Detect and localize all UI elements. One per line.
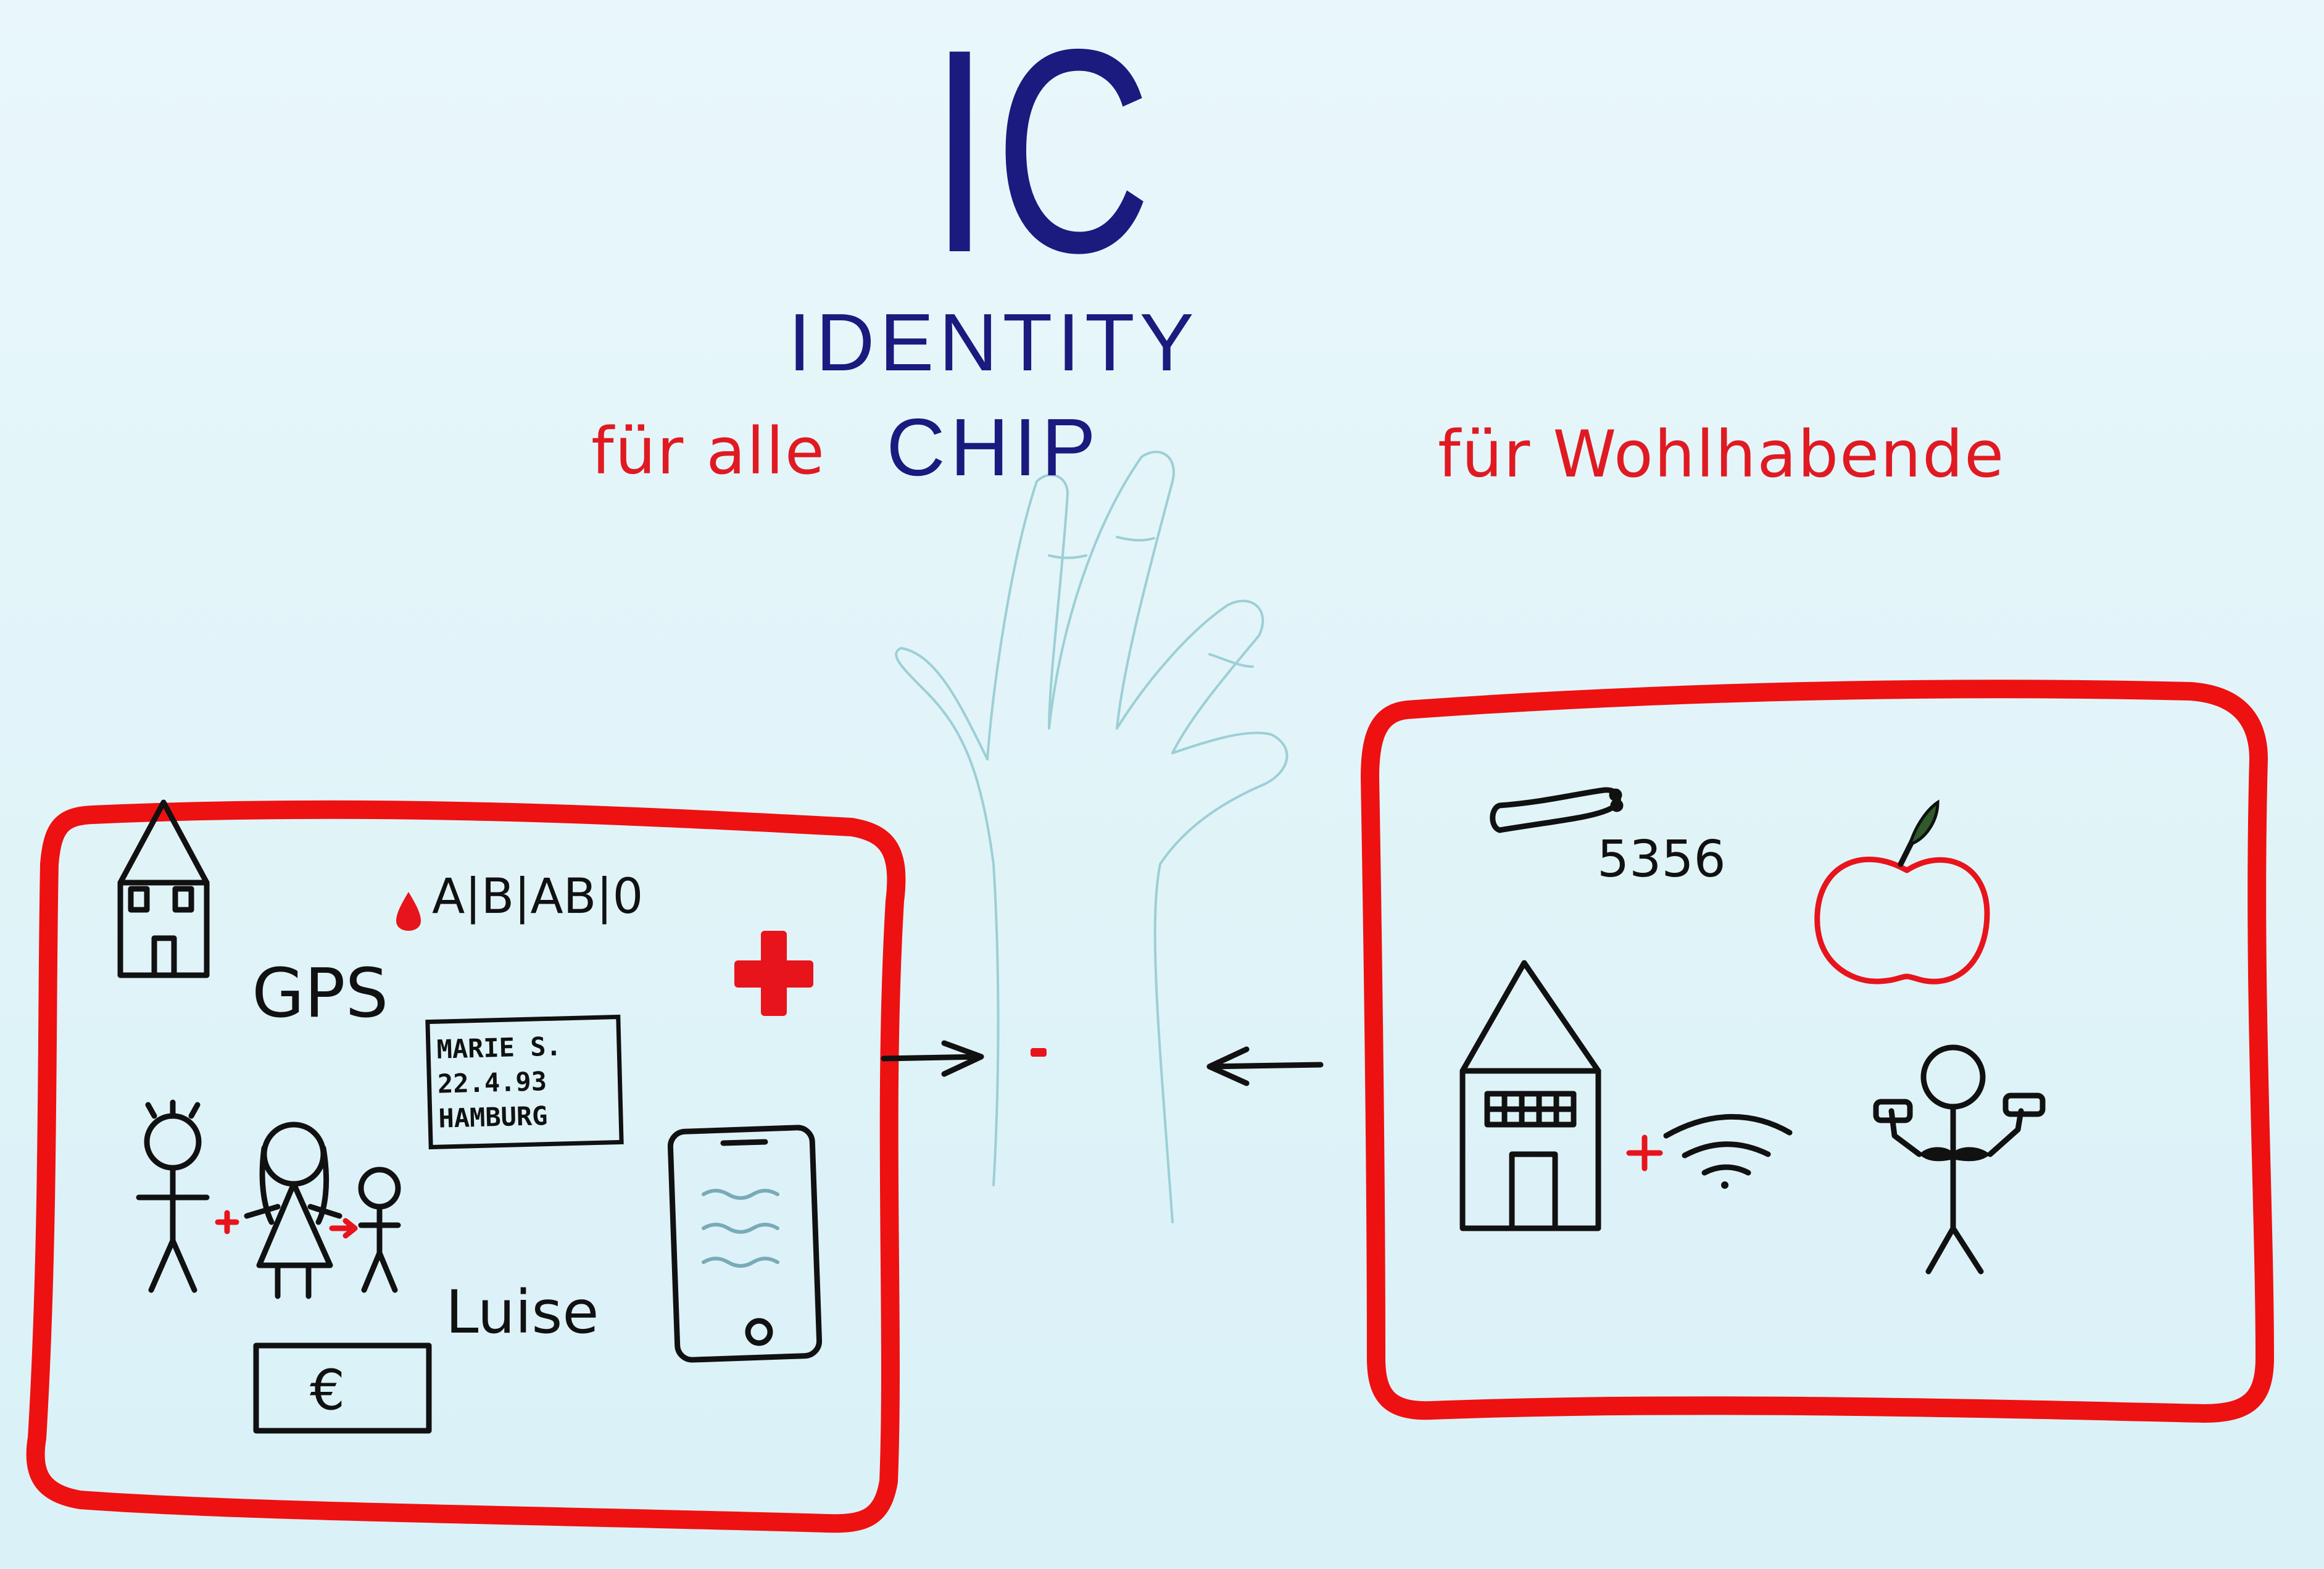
id-card-city: HAMBURG (438, 1101, 549, 1134)
smart-house-icon (1459, 960, 1601, 1231)
euro-symbol: € (310, 1358, 346, 1423)
child-name-label: Luise (446, 1278, 599, 1347)
id-card-date: 22.4.93 (437, 1066, 547, 1099)
house-icon (117, 799, 210, 978)
arrow-right-icon (881, 1040, 984, 1077)
smartphone-icon (667, 1125, 823, 1363)
left-heading: für alle (591, 414, 826, 489)
foot-icon (1490, 787, 1624, 833)
subtitle-cloud: IDENTITY CHIP (788, 297, 1199, 493)
arrow-left-icon (1206, 1046, 1324, 1086)
family-stick-figures (136, 1099, 401, 1299)
right-heading: für Wohlhabende (1438, 417, 2006, 492)
blood-drop-icon (396, 892, 421, 931)
page-title: IC (929, 0, 1156, 313)
chip-mark (1031, 1048, 1047, 1057)
strong-person-icon (1873, 1044, 2046, 1275)
blood-type-label: A|B|AB|0 (432, 869, 644, 925)
wifi-icon (1663, 1113, 1793, 1189)
right-frame (1361, 680, 2274, 1423)
shoe-size-label: 5356 (1597, 830, 1726, 889)
plus-icon (1626, 1134, 1663, 1172)
medical-cross-icon (734, 931, 813, 1016)
gps-label: GPS (252, 954, 389, 1033)
apple-icon (1814, 799, 1990, 984)
id-card-name: MARIE S. (436, 1031, 562, 1065)
hand-sketch (895, 451, 1289, 1223)
id-card: MARIE S. 22.4.93 HAMBURG (425, 1014, 624, 1150)
left-frame (26, 800, 906, 1533)
banknote-icon (253, 1342, 432, 1434)
